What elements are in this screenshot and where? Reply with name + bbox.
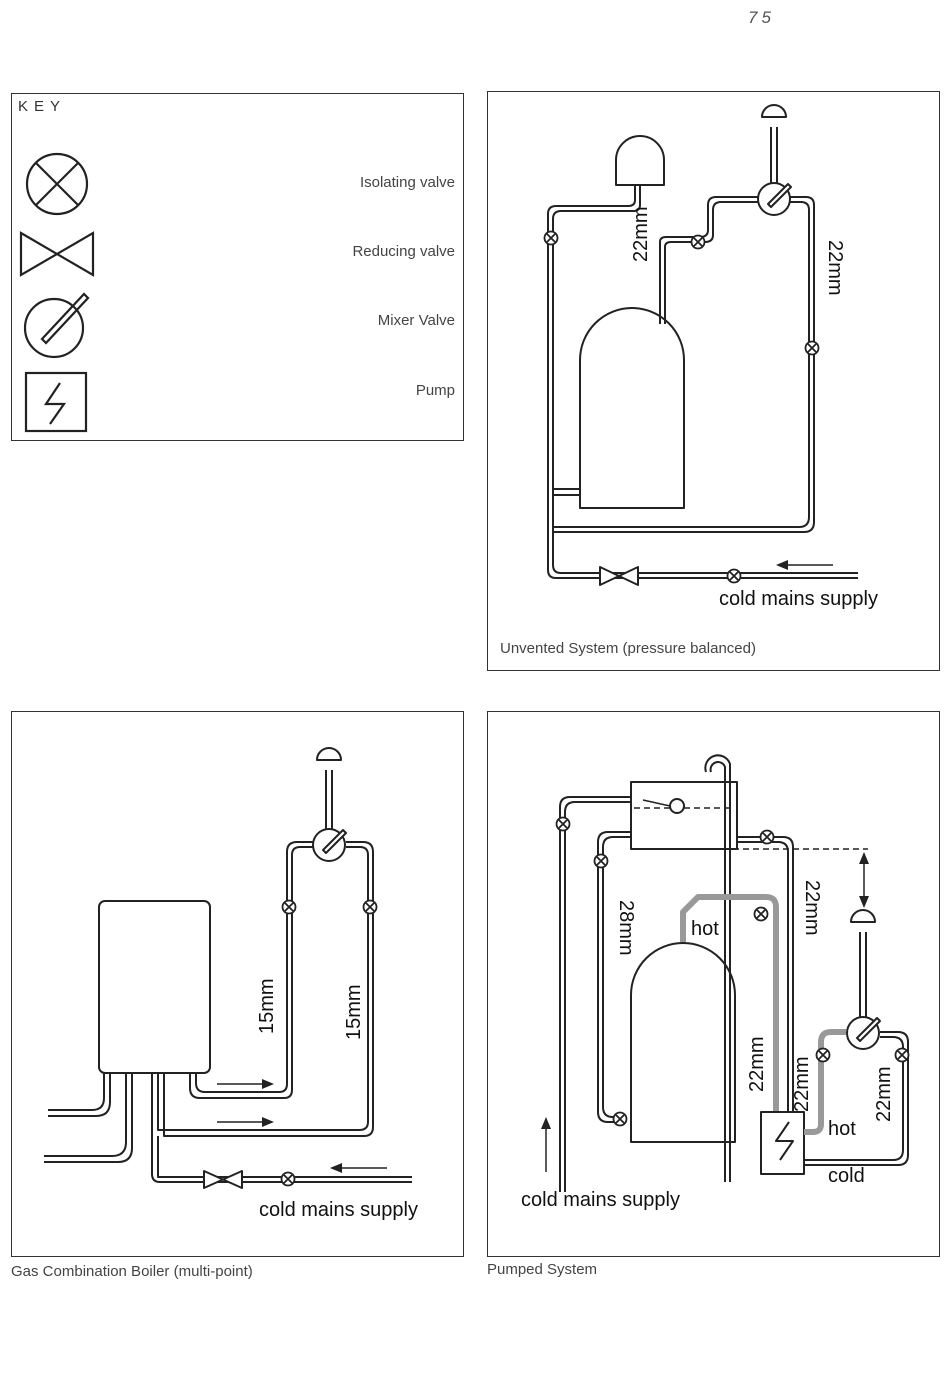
- unvented-isolating-valve-1: [545, 232, 558, 245]
- pumped-isolating-valve-5: [614, 1113, 627, 1126]
- unvented-schematic: [488, 92, 941, 672]
- pumped-schematic: [488, 712, 941, 1258]
- unvented-system-diagram: 22mm 22mm cold mains supply Unvented Sys…: [487, 91, 940, 671]
- pump-icon: [26, 373, 86, 431]
- gas-isolating-valve-1: [283, 901, 296, 914]
- pumped-system-diagram: 28mm 22mm 22mm 22mm 22mm hot hot cold co…: [487, 711, 940, 1257]
- gas-caption: Gas Combination Boiler (multi-point): [11, 1263, 253, 1280]
- unvented-label-22mm-left: 22mm: [630, 206, 653, 262]
- pumped-isolating-valve-2: [595, 855, 608, 868]
- pumped-label-22mm-mid: 22mm: [746, 1036, 769, 1092]
- key-panel: KEY Isolating valve Reducing valve Mixer…: [11, 93, 464, 441]
- gas-schematic: [12, 712, 465, 1258]
- key-label-mixer-valve: Mixer Valve: [378, 312, 455, 329]
- unvented-isolating-valve-3: [806, 342, 819, 355]
- page-number: 75: [748, 8, 775, 28]
- pumped-caption: Pumped System: [487, 1261, 597, 1278]
- isolating-valve-icon: [27, 154, 87, 214]
- pumped-pump: [761, 1112, 804, 1174]
- expansion-vessel: [616, 136, 664, 185]
- pumped-label-22mm-right: 22mm: [873, 1066, 896, 1122]
- unvented-shower-head: [762, 105, 786, 117]
- gas-combination-boiler-diagram: 15mm 15mm cold mains supply: [11, 711, 464, 1257]
- pumped-label-22mm-pump: 22mm: [791, 1056, 814, 1112]
- pumped-label-28mm: 28mm: [614, 900, 637, 956]
- gas-label-15mm-right: 15mm: [343, 984, 366, 1040]
- gas-label-15mm-left: 15mm: [256, 978, 279, 1034]
- pumped-label-hot-top: hot: [691, 918, 719, 941]
- unvented-isolating-valve-4: [728, 570, 741, 583]
- key-icons: [12, 94, 465, 442]
- unvented-cylinder: [580, 308, 684, 508]
- pumped-isolating-valve-3: [761, 831, 774, 844]
- gas-shower-head: [317, 748, 341, 760]
- combination-boiler: [99, 901, 210, 1073]
- reducing-valve-icon: [21, 233, 93, 275]
- key-label-isolating-valve: Isolating valve: [360, 174, 455, 191]
- pumped-label-cold: cold: [828, 1165, 865, 1188]
- pumped-isolating-valve-6: [817, 1049, 830, 1062]
- unvented-reducing-valve: [600, 567, 638, 585]
- mixer-valve-icon: [25, 294, 88, 357]
- gas-reducing-valve: [204, 1171, 242, 1188]
- pumped-isolating-valve-7: [896, 1049, 909, 1062]
- pumped-isolating-valve-1: [557, 818, 570, 831]
- key-label-reducing-valve: Reducing valve: [352, 243, 455, 260]
- pumped-isolating-valve-4: [755, 908, 768, 921]
- cold-water-tank: [631, 782, 737, 849]
- gas-isolating-valve-3: [282, 1173, 295, 1186]
- gas-cold-mains-label: cold mains supply: [259, 1199, 418, 1222]
- pumped-cold-mains-label: cold mains supply: [521, 1189, 680, 1212]
- pumped-label-22mm-top: 22mm: [800, 880, 823, 936]
- unvented-caption: Unvented System (pressure balanced): [500, 640, 756, 657]
- unvented-label-22mm-right: 22mm: [823, 240, 846, 296]
- unvented-cold-mains-label: cold mains supply: [719, 588, 878, 611]
- gas-isolating-valve-2: [364, 901, 377, 914]
- key-label-pump: Pump: [416, 382, 455, 399]
- pumped-label-hot-bottom: hot: [828, 1118, 856, 1141]
- pumped-shower-head: [851, 910, 875, 922]
- hot-water-cylinder: [631, 943, 735, 1142]
- unvented-isolating-valve-2: [692, 236, 705, 249]
